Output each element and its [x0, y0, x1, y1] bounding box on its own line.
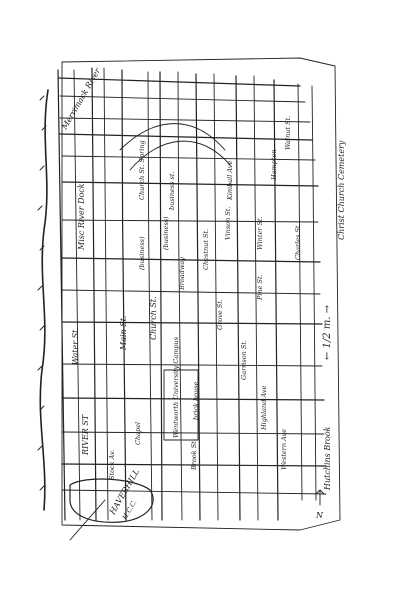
label-cemetery: Christ Church Cemetery — [337, 140, 346, 240]
diagonal-road-line — [69, 499, 106, 541]
river-bank-line — [39, 89, 49, 511]
label-highland-ave: Highland Ave — [260, 385, 268, 431]
label-walnut-st: Walnut St. — [284, 116, 292, 150]
pond-outline — [69, 478, 154, 523]
vertical-street-line — [57, 69, 66, 521]
sketch-frame-outline — [61, 57, 341, 531]
label-western-ave: Western Ave — [280, 429, 288, 470]
label-business-2: (business) — [162, 216, 170, 250]
north-marker: N — [315, 511, 324, 520]
vertical-street-line — [147, 71, 153, 521]
horizontal-street-line — [61, 181, 319, 187]
vertical-street-line — [177, 71, 183, 521]
vertical-street-line — [159, 71, 163, 521]
river-shore-hatching — [37, 95, 47, 491]
horizontal-street-line — [59, 95, 306, 103]
label-brick-house: brick house — [192, 381, 200, 420]
label-broadway: Broadway — [178, 257, 186, 291]
horizontal-street-line — [61, 431, 325, 435]
horizontal-street-line — [61, 397, 325, 401]
label-brook-st: Brook St. — [190, 439, 198, 471]
label-scale: ← 1/2 m. → — [322, 304, 333, 360]
label-business-1: (business) — [138, 236, 146, 270]
horizontal-street-line — [59, 133, 313, 141]
label-winter-st: Winter St. — [256, 216, 264, 250]
vertical-street-line — [73, 69, 81, 521]
horizontal-streets — [57, 77, 327, 495]
horizontal-street-line — [61, 321, 323, 325]
label-merrimack-river: Merrimack River — [59, 66, 102, 132]
label-garrison-st: Garrison St. — [240, 340, 248, 380]
vertical-street-line — [311, 85, 317, 501]
label-church-st: Church St. — [149, 296, 158, 340]
horizontal-street-line — [61, 155, 316, 161]
horizontal-street-line — [61, 257, 321, 263]
vertical-street-line — [273, 79, 279, 521]
north-arrow-icon — [315, 489, 325, 506]
label-pine-st: Pine St. — [256, 274, 264, 301]
label-vinson-st: Vinson St. — [224, 207, 232, 240]
label-charles-st: Charles St. — [294, 223, 302, 260]
label-campus: Wentworth University Campus — [172, 336, 180, 438]
label-kimball-ave: Kimball Ave — [226, 161, 234, 201]
label-hutchins-brook: Hutchins Brook — [323, 426, 332, 491]
curved-road-line — [119, 123, 226, 151]
vertical-street-line — [91, 67, 97, 521]
label-misc-river-dock: Misc River Dock — [77, 183, 86, 251]
horizontal-street-line — [61, 363, 323, 367]
label-business-3: business st. — [168, 171, 176, 210]
label-hampton: Hampton — [270, 149, 278, 181]
vertical-street-line — [121, 69, 127, 521]
horizontal-street-line — [61, 289, 321, 295]
curved-road-line — [129, 140, 231, 171]
label-stock-av: Stock Av. — [108, 450, 116, 480]
horizontal-street-line — [61, 489, 327, 495]
vertical-streets — [57, 67, 317, 521]
label-chapel: Chapel — [134, 422, 142, 445]
vertical-street-line — [235, 75, 241, 521]
horizontal-street-line — [59, 117, 311, 123]
label-grove-st: Grove St. — [216, 299, 224, 330]
vertical-street-line — [103, 67, 109, 521]
vertical-street-line — [297, 83, 303, 501]
horizontal-street-line — [57, 77, 301, 87]
campus-block-outline — [163, 369, 199, 441]
horizontal-street-line — [61, 463, 327, 467]
label-river-st: RIVER ST — [81, 414, 90, 456]
label-chestnut-st: Chestnut St. — [202, 229, 210, 270]
horizontal-street-line — [61, 219, 319, 223]
label-main-st: Main St. — [119, 316, 128, 351]
label-church-st-spring: Church St. Spring — [138, 140, 146, 200]
label-water-st: Water St. — [71, 327, 80, 365]
